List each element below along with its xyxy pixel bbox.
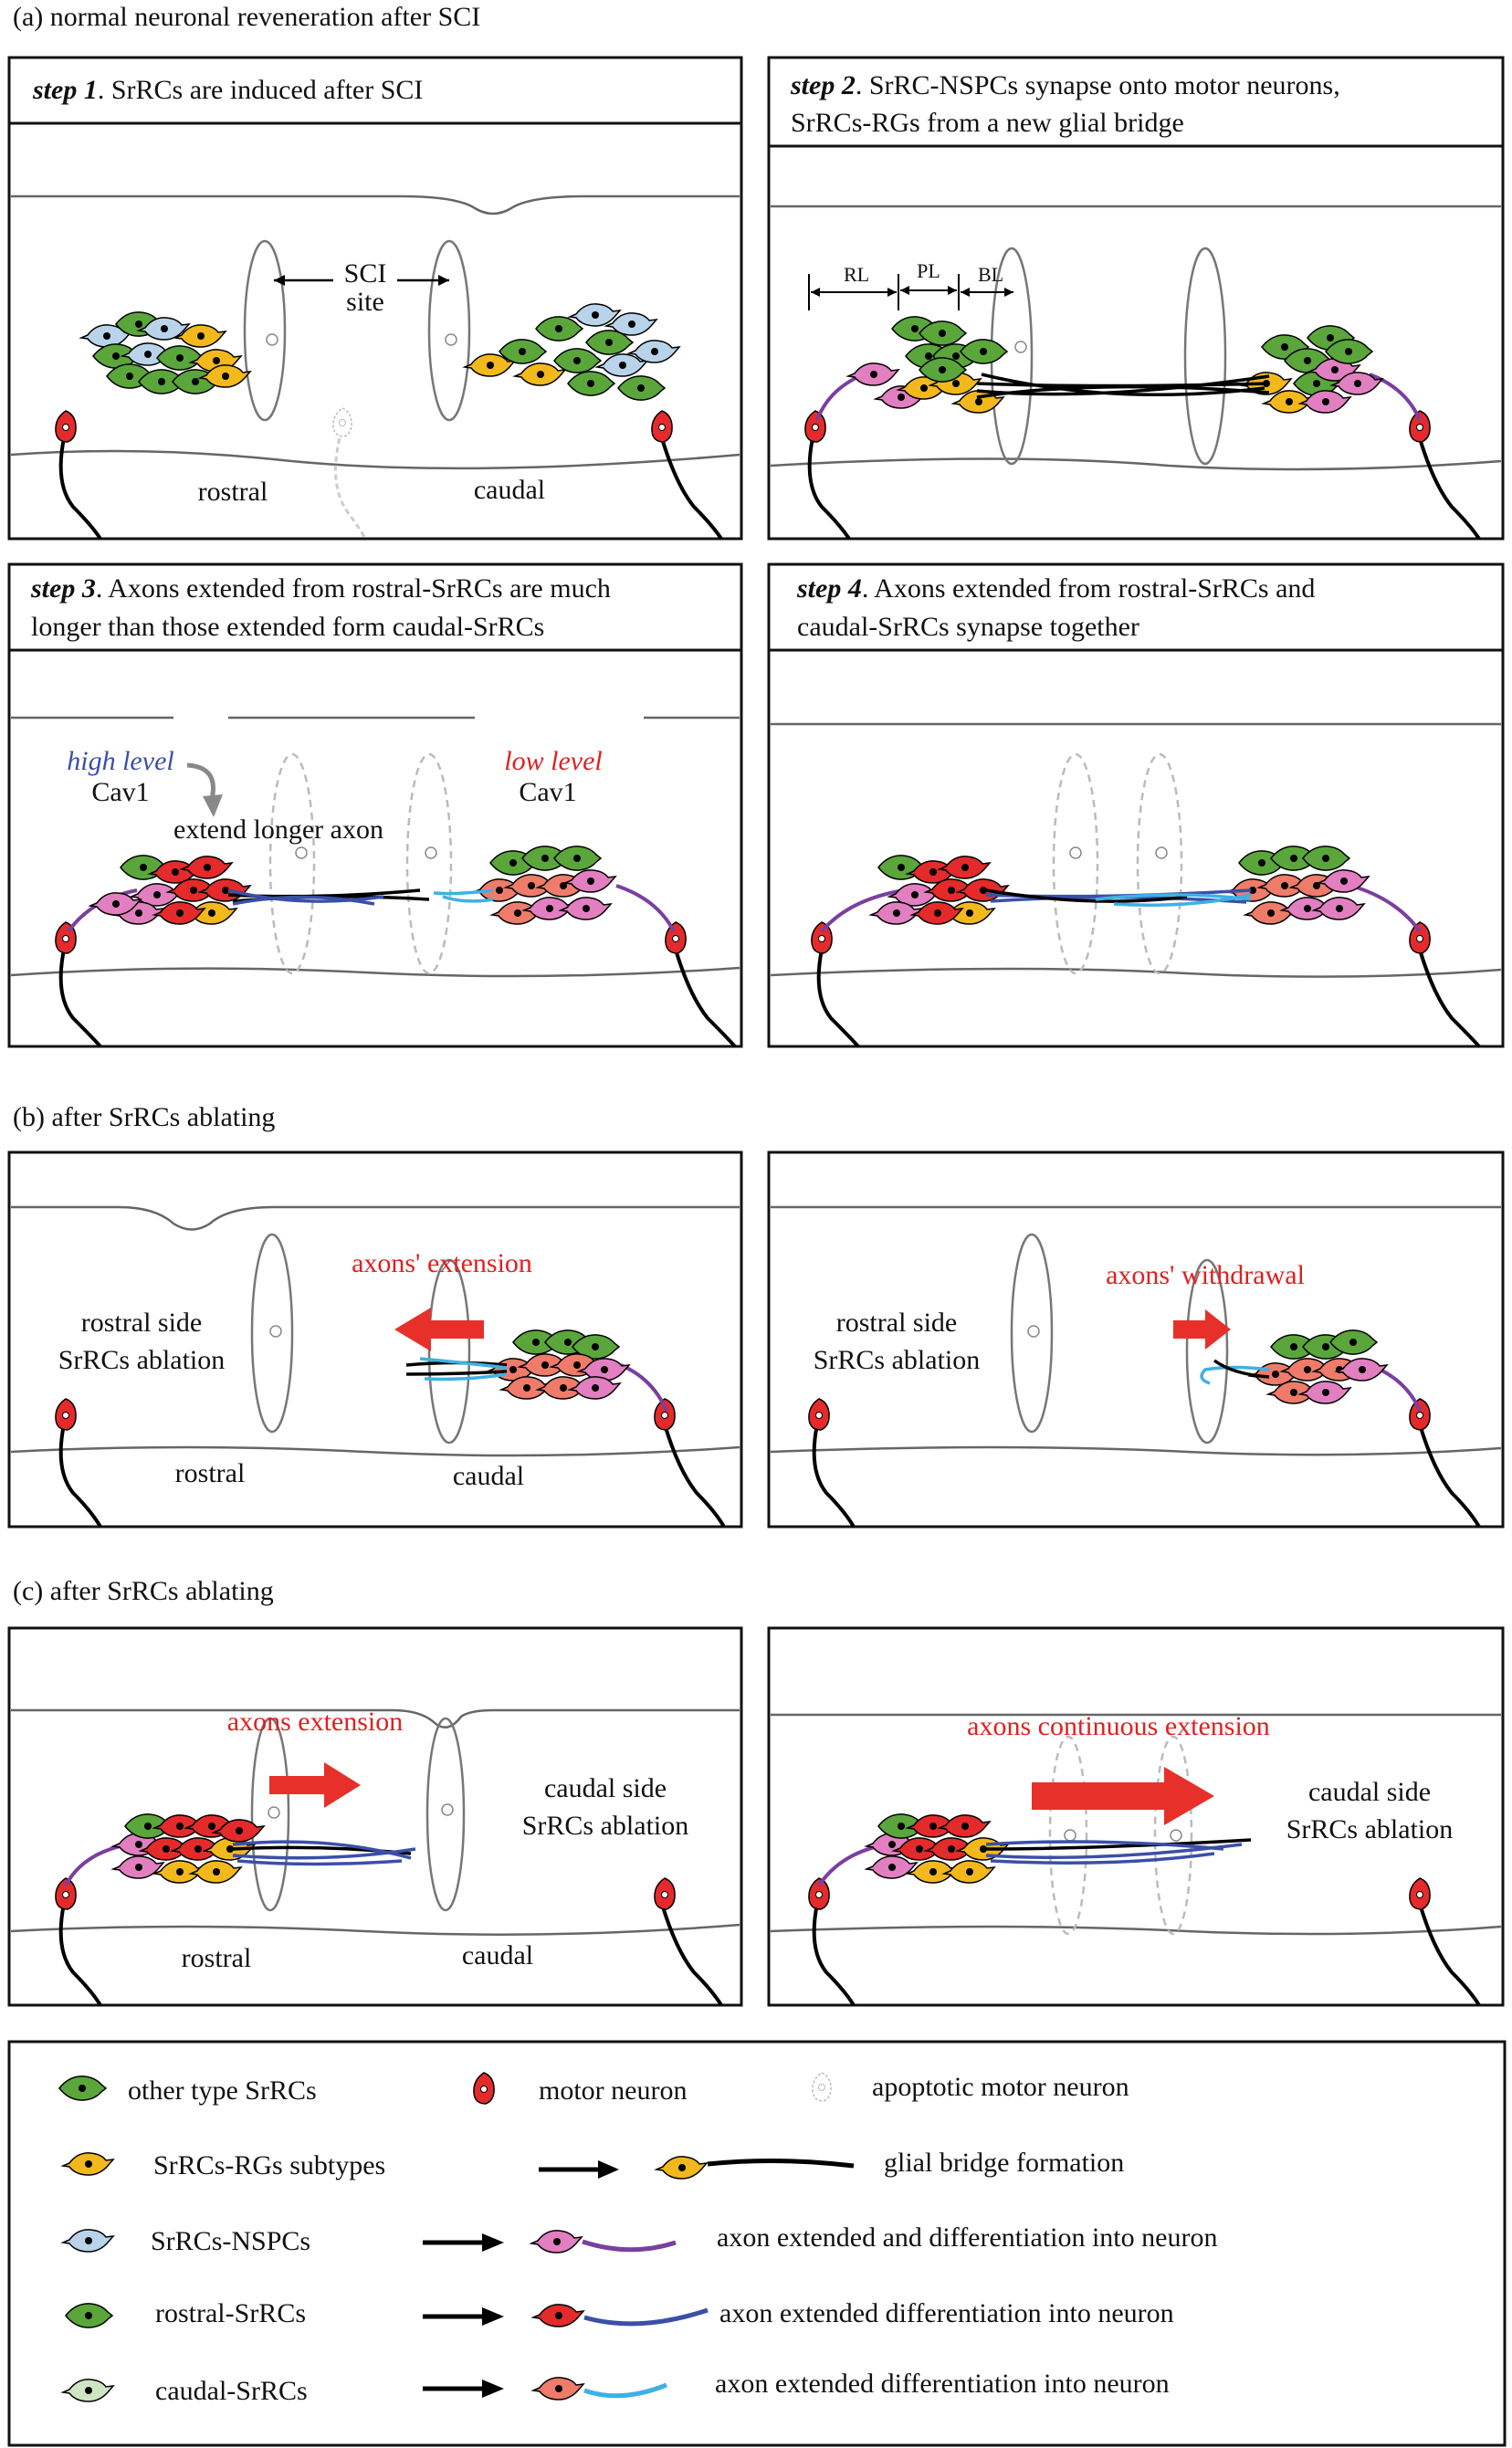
panel-c-left-frame [7, 1626, 743, 2007]
axons-extension-label-c: axons extension [227, 1707, 403, 1737]
panel-step3-frame [7, 562, 743, 1048]
svg-text:BL: BL [978, 263, 1003, 286]
caudal-side-label-c1: caudal side [544, 1773, 667, 1803]
svg-text:RL: RL [844, 263, 869, 286]
cluster-step2-caudal [1240, 325, 1383, 414]
curved-arrow [186, 762, 223, 817]
caudal-side-label-c2: caudal side [1308, 1777, 1431, 1807]
legend-other-label: other type SrRCs [128, 2075, 317, 2106]
srrcs-ablation-label-c2: SrRCs ablation [1286, 1814, 1454, 1844]
svg-text:PL: PL [917, 259, 940, 282]
caudal-label-step1: caudal [474, 475, 545, 505]
svg-text:step 1. SrRCs are induced afte: step 1. SrRCs are induced after SCI [32, 75, 423, 105]
arrow-right-big-red [1032, 1767, 1214, 1825]
rostral-label-c: rostral [182, 1943, 252, 1973]
arrow-right-red-c [269, 1762, 361, 1808]
low-level-label: low level [504, 746, 602, 776]
srrcs-ablation-label-b1: SrRCs ablation [58, 1345, 226, 1375]
cord-top-step1 [11, 194, 740, 215]
svg-text:step 2. SrRC-NSPCs synapse ont: step 2. SrRC-NSPCs synapse onto motor ne… [790, 70, 1340, 100]
panel-c-right-frame [767, 1626, 1505, 2007]
section-a-title: (a) normal neuronal reveneration after S… [13, 2, 480, 32]
cluster-step2-rostral [847, 316, 1008, 414]
axons-extension-label-b: axons' extension [352, 1248, 532, 1278]
rostral-side-label-b1: rostral side [81, 1308, 202, 1338]
svg-text:step 3. Axons extended from ro: step 3. Axons extended from rostral-SrRC… [30, 573, 611, 604]
caudal-label-c: caudal [462, 1940, 533, 1970]
cluster-b-left [487, 1329, 630, 1400]
arrow-right-small-red [1173, 1309, 1231, 1350]
legend-green-cell [58, 2075, 107, 2101]
legend-apoptotic-icon [812, 2072, 832, 2102]
rostral-label-step1: rostral [198, 477, 268, 507]
legend-glial-label: glial bridge formation [884, 2148, 1124, 2178]
legend-yellow-cell [62, 2152, 114, 2176]
svg-text:caudal-SrRCs synapse together: caudal-SrRCs synapse together [797, 612, 1139, 642]
legend-axon-diff3-label: axon extended differentiation into neuro… [715, 2369, 1170, 2399]
legend-apoptotic-label: apoptotic motor neuron [872, 2072, 1129, 2102]
region-lengths: RL PL BL [808, 259, 1013, 310]
svg-text:SCI: SCI [344, 258, 387, 289]
legend-motor-icon [473, 2072, 495, 2105]
step1-caption: step 1. SrRCs are induced after SCI [32, 75, 423, 105]
arrow-left-red [394, 1308, 484, 1351]
panel-step1-frame [7, 56, 743, 541]
svg-text:site: site [346, 287, 384, 317]
legend-rostral-cell [65, 2303, 113, 2328]
srrcs-ablation-label-b2: SrRCs ablation [814, 1345, 981, 1375]
cluster-step3-rostral [89, 855, 251, 925]
section-c-title: (c) after SrRCs ablating [13, 1576, 274, 1606]
legend-nspcs-label: SrRCs-NSPCs [151, 2226, 310, 2256]
panel-step2-frame [767, 56, 1505, 541]
rostral-side-label-b2: rostral side [836, 1308, 957, 1338]
svg-text:step 4. Axons extended from ro: step 4. Axons extended from rostral-SrRC… [796, 573, 1315, 604]
cord-bottom-step1 [10, 449, 740, 470]
step2-caption: step 2. SrRC-NSPCs synapse onto motor ne… [790, 70, 1340, 138]
legend-motor-label: motor neuron [539, 2075, 687, 2106]
legend-caudal-label: caudal-SrRCs [155, 2376, 308, 2406]
cav1-label-left: Cav1 [91, 777, 149, 807]
legend-rostral-label: rostral-SrRCs [155, 2298, 306, 2328]
cluster-b-right [1249, 1329, 1388, 1404]
cluster-step1-rostral [80, 311, 251, 394]
cluster-step4-caudal [1226, 846, 1370, 925]
panel-step4-frame [767, 562, 1505, 1048]
cluster-step3-caudal [473, 846, 616, 925]
srrcs-ablation-label-c1: SrRCs ablation [522, 1811, 689, 1841]
rostral-label-b: rostral [175, 1458, 246, 1488]
cav1-label-right: Cav1 [519, 777, 576, 807]
axons-continuous-label: axons continuous extension [967, 1711, 1270, 1741]
svg-text:longer than those extended for: longer than those extended form caudal-S… [31, 612, 544, 642]
step4-caption: step 4. Axons extended from rostral-SrRC… [796, 573, 1315, 642]
cluster-step1-caudal [464, 303, 680, 401]
apoptotic-neuron-step1 [332, 407, 367, 540]
legend-caudal-cell [62, 2379, 114, 2402]
legend-frame [7, 2040, 1507, 2447]
caudal-label-b: caudal [453, 1461, 524, 1491]
high-level-label: high level [67, 746, 173, 776]
legend-axon-diff-label: axon extended and differentiation into n… [717, 2222, 1217, 2253]
panel-b-right-frame [767, 1150, 1505, 1529]
legend: other type SrRCs motor neuron apoptotic … [58, 2072, 1217, 2406]
extend-longer-label: extend longer axon [173, 814, 383, 845]
axons-withdrawal-label: axons' withdrawal [1106, 1260, 1305, 1290]
svg-text:SrRCs-RGs from a new glial bri: SrRCs-RGs from a new glial bridge [791, 108, 1184, 138]
panel-b-left-frame [7, 1150, 743, 1529]
legend-blue-cell [62, 2229, 114, 2253]
legend-axon-diff2-label: axon extended differentiation into neuro… [719, 2298, 1174, 2328]
step3-caption: step 3. Axons extended from rostral-SrRC… [30, 573, 611, 642]
sci-site-label: SCI site [274, 258, 449, 317]
legend-rgs-label: SrRCs-RGs subtypes [153, 2150, 385, 2180]
section-b-title: (b) after SrRCs ablating [13, 1102, 275, 1132]
